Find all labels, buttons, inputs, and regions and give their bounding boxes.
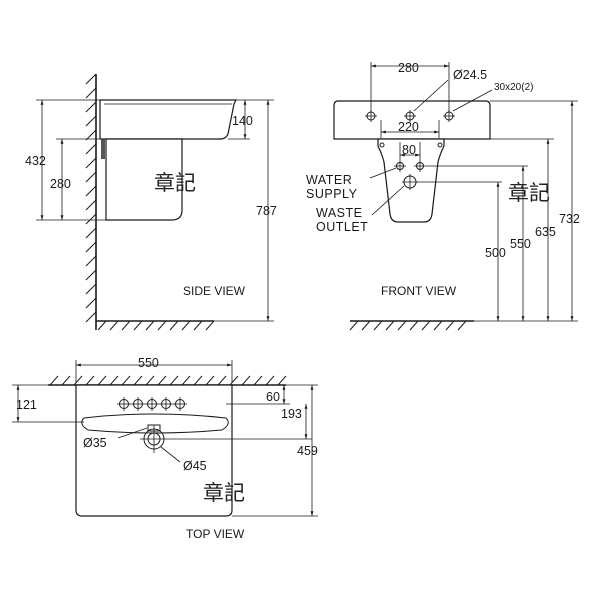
dim-inner-tap-spacing: 220	[398, 120, 419, 134]
label-water: WATER	[306, 173, 352, 187]
top-view-title: TOP VIEW	[186, 527, 245, 541]
side-dimensions	[36, 99, 274, 322]
label-outlet: OUTLET	[316, 220, 368, 234]
stamp-side: 章記	[154, 171, 196, 195]
label-supply: SUPPLY	[306, 187, 358, 201]
dim-drain-dia: Ø45	[183, 459, 207, 473]
top-wall	[48, 375, 287, 386]
side-wall	[85, 73, 97, 330]
stamp-front: 章記	[508, 181, 550, 205]
dim-top-width: 550	[138, 356, 159, 370]
dim-overall-height: 432	[25, 154, 46, 168]
dim-outer-tap-spacing: 280	[398, 61, 419, 75]
dim-tap-hole-dia: Ø24.5	[453, 68, 487, 82]
dim-wall-to-taps: 121	[16, 398, 37, 412]
top-dimensions	[12, 360, 318, 517]
stamp-top: 章記	[203, 481, 245, 505]
top-bowl-rim	[81, 413, 229, 434]
dim-rim-height-side: 787	[256, 204, 277, 218]
label-waste: WASTE	[316, 206, 362, 220]
side-view: 432 280 140 787 章記 SIDE VIEW	[25, 73, 277, 331]
front-dimensions-right	[416, 100, 578, 322]
front-pedestal	[377, 138, 445, 223]
top-view: 550 121 60 193 459 Ø35 Ø45 章記 TOP VIEW	[12, 356, 318, 541]
side-bracket	[101, 139, 105, 159]
dim-supply-spacing: 80	[402, 143, 416, 157]
dim-to-drain: 193	[281, 407, 302, 421]
side-floor	[96, 320, 215, 331]
side-basin	[99, 99, 237, 140]
dim-underside-height: 635	[535, 225, 556, 239]
dim-to-overflow: 60	[266, 390, 280, 404]
dim-overflow-dia: Ø35	[83, 436, 107, 450]
front-floor	[349, 320, 474, 331]
dim-waste-height: 500	[485, 246, 506, 260]
side-pedestal	[105, 138, 183, 221]
dim-overflow-slot: 30x20(2)	[494, 82, 533, 93]
dim-basin-depth: 140	[232, 114, 253, 128]
dim-pedestal-height: 280	[50, 177, 71, 191]
front-dimensions-top	[370, 62, 493, 160]
dim-rim-height-front: 732	[559, 212, 580, 226]
top-tap-holes	[117, 397, 187, 411]
dim-supply-height: 550	[510, 237, 531, 251]
front-view-title: FRONT VIEW	[381, 284, 457, 298]
front-view: 280 Ø24.5 30x20(2) 220 80 500 550 635 73…	[306, 61, 580, 331]
dim-top-depth: 459	[297, 444, 318, 458]
side-view-title: SIDE VIEW	[183, 284, 246, 298]
